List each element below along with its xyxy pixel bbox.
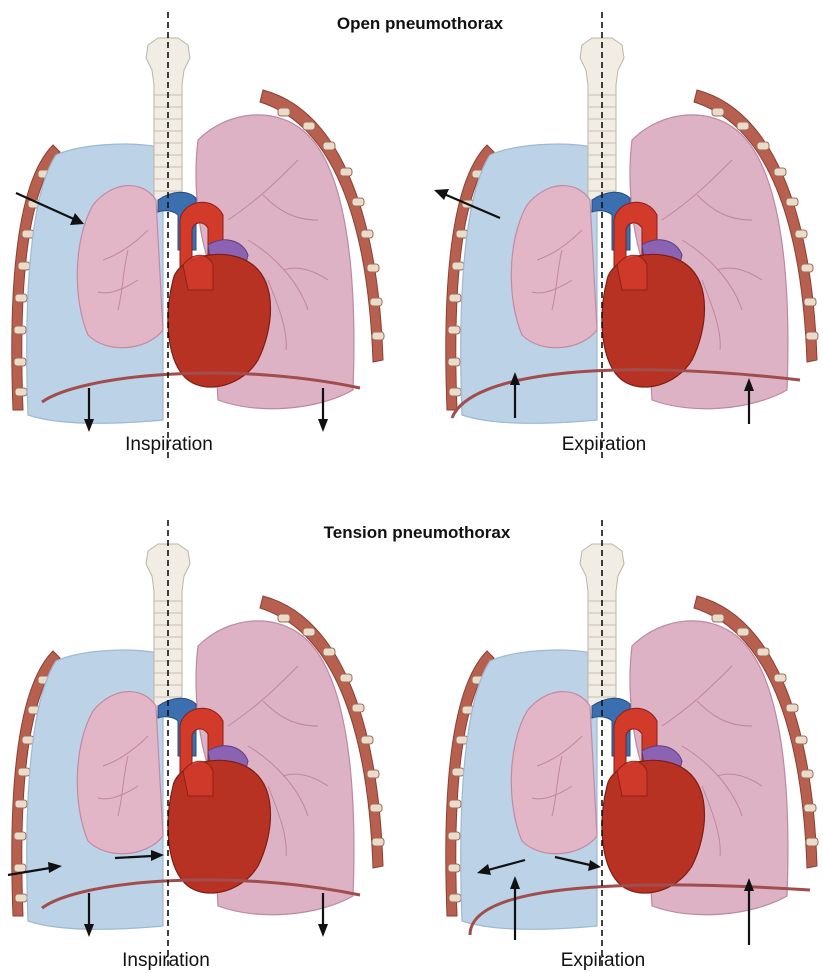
thorax-illustration [446, 38, 818, 423]
tension-expiration-label: Expiration [561, 950, 646, 971]
open-expiration-panel: Expiration [434, 12, 818, 462]
tension-expiration-panel: Expiration [446, 520, 818, 971]
tension-inspiration-panel: Inspiration [8, 520, 384, 971]
open-pneumothorax-title: Open pneumothorax [337, 14, 504, 33]
thorax-illustration [446, 544, 818, 929]
open-inspiration-label: Inspiration [125, 434, 213, 455]
open-inspiration-panel: Inspiration [12, 12, 384, 462]
tension-pneumothorax-title: Tension pneumothorax [324, 523, 511, 542]
thorax-illustration [12, 38, 384, 423]
tension-inspiration-label: Inspiration [122, 950, 210, 971]
diaphragm-up-arrow-right [744, 878, 754, 945]
open-expiration-label: Expiration [562, 434, 647, 455]
thorax-illustration [12, 544, 384, 929]
